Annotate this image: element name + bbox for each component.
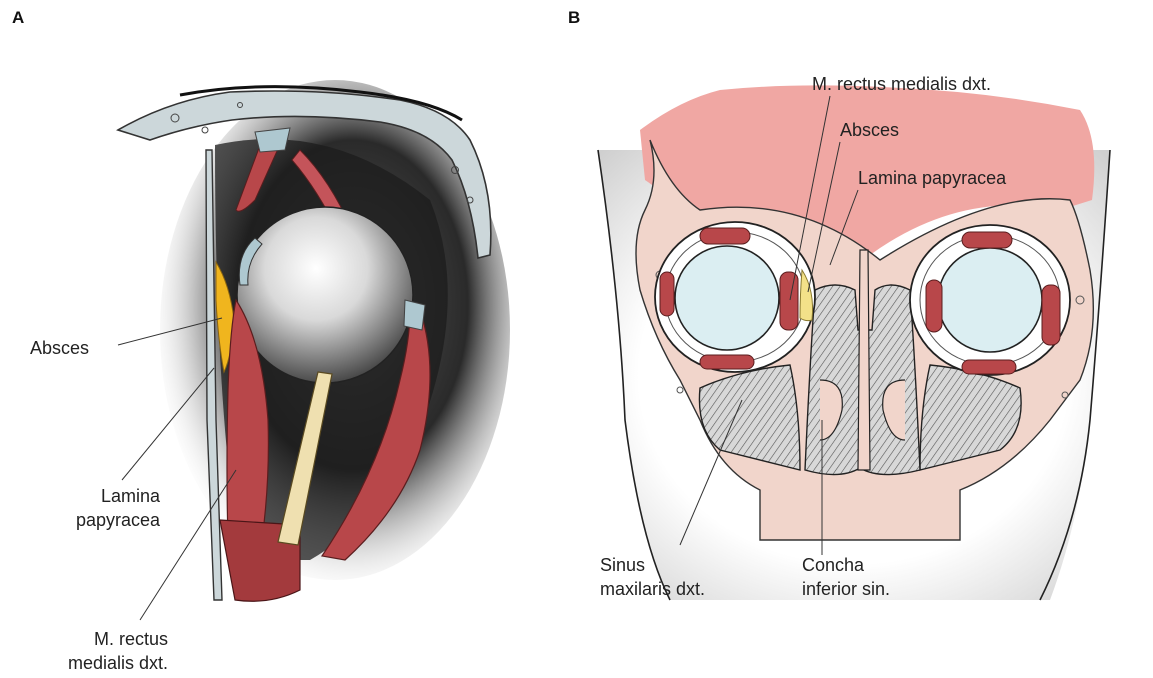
orbit-left — [910, 225, 1070, 375]
label-sinus-b: Sinus maxilaris dxt. — [600, 553, 705, 601]
panel-b-letter: B — [568, 8, 580, 28]
medial-rectus-b — [780, 272, 798, 330]
panel-a-letter: A — [12, 8, 24, 28]
globe-right — [675, 246, 779, 350]
label-rectus-b: M. rectus medialis dxt. — [812, 72, 991, 96]
panel-a-drawing — [118, 80, 510, 601]
label-lamina-a: Lamina papyracea — [40, 484, 160, 532]
label-sinus-b-line1: Sinus — [600, 553, 705, 577]
label-rectus-a-line1: M. rectus — [20, 627, 168, 651]
label-rectus-a: M. rectus medialis dxt. — [20, 627, 168, 675]
label-sinus-b-line2: maxilaris dxt. — [600, 577, 705, 601]
nasal-septum — [858, 250, 870, 470]
globe-left — [938, 248, 1042, 352]
label-concha-b: Concha inferior sin. — [802, 553, 890, 601]
label-absces-a: Absces — [30, 336, 89, 360]
apex-tendon — [255, 128, 290, 152]
globe-a — [237, 207, 413, 383]
label-concha-b-line1: Concha — [802, 553, 890, 577]
label-concha-b-line2: inferior sin. — [802, 577, 890, 601]
panel-b-drawing — [598, 85, 1110, 600]
label-lamina-b: Lamina papyracea — [858, 166, 1006, 190]
label-lamina-a-line2: papyracea — [40, 508, 160, 532]
label-lamina-a-line1: Lamina — [40, 484, 160, 508]
label-absces-b: Absces — [840, 118, 899, 142]
label-rectus-a-line2: medialis dxt. — [20, 651, 168, 675]
